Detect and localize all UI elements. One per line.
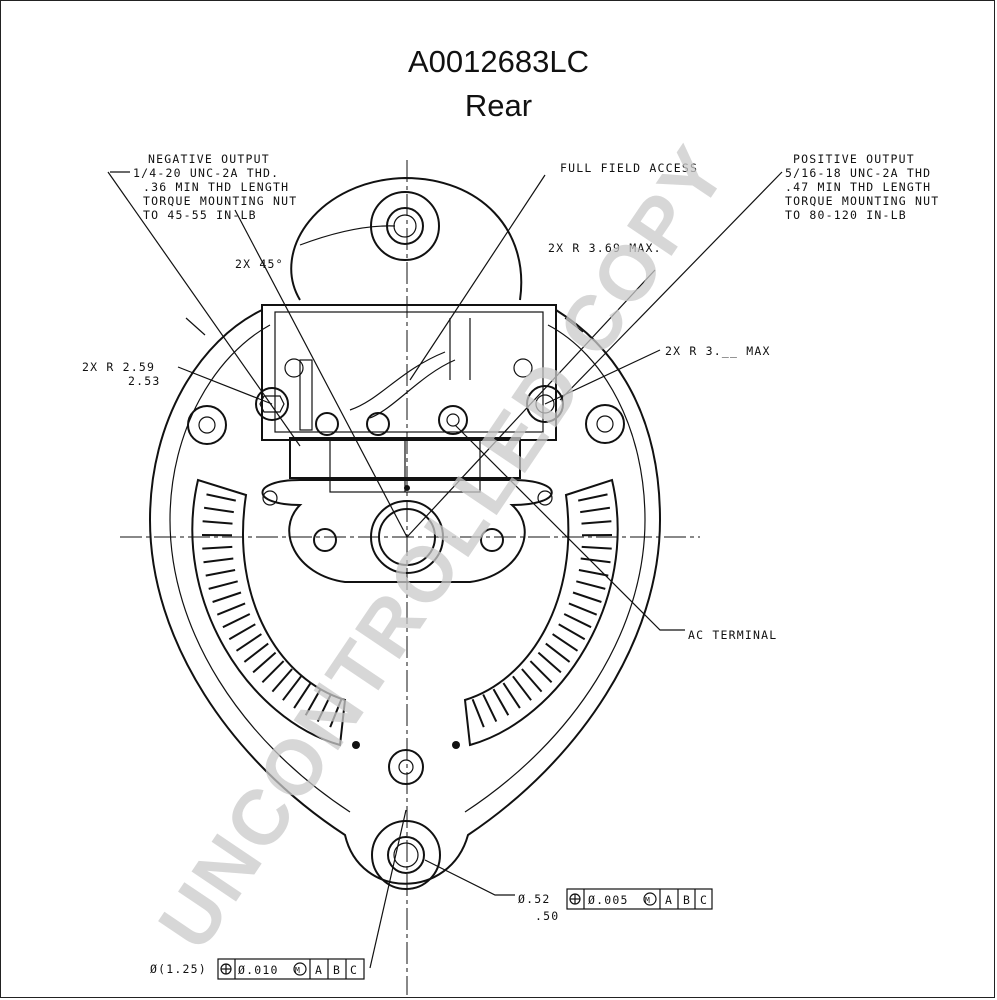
svg-text:Ø.010: Ø.010 [238,963,279,977]
vent-fin [572,591,602,603]
vent-fin [552,633,579,652]
center-lines [120,160,700,995]
vent-fin [212,591,242,603]
vent-fin [208,580,238,590]
svg-text:.36 MIN THD LENGTH: .36 MIN THD LENGTH [143,180,289,194]
vent-fin [222,613,251,629]
terminals [255,358,564,436]
svg-text:2.53: 2.53 [128,374,161,388]
vent-fin [577,493,608,502]
svg-text:.47 MIN THD LENGTH: .47 MIN THD LENGTH [785,180,931,194]
negative-terminal-icon [255,387,289,421]
svg-text:2X R 2.59: 2X R 2.59 [82,360,155,374]
vent-fin [568,602,598,616]
callout-positive-output: POSITIVE OUTPUT 5/16-18 UNC-2A THD .47 M… [785,152,939,222]
bearing-plate [261,479,553,583]
callout-radius-369: 2X R 3.69 MAX. [548,241,662,255]
vent-fin [216,602,246,616]
vent-fin [202,545,233,550]
svg-text:TO 45-55 IN-LB: TO 45-55 IN-LB [143,208,257,222]
vent-fin [578,569,609,577]
alternator-housing [148,176,662,890]
callout-hole-diameter: Ø.52 .50 Ø.005 M A B C [518,888,713,923]
svg-text:NEGATIVE OUTPUT: NEGATIVE OUTPUT [148,152,270,166]
vent-fin [282,675,302,701]
vent-fin [293,682,312,709]
terminal-block [261,304,557,493]
vent-fin [492,688,510,716]
vent-fin [502,682,521,709]
svg-text:C: C [350,963,358,977]
svg-text:M: M [295,966,301,975]
vent-fin [316,694,332,723]
vent-fin [580,506,611,514]
vent-fin [271,668,293,693]
cooling-vents [191,478,619,747]
vent-fin [558,623,586,641]
svg-text:TO 80-120 IN-LB: TO 80-120 IN-LB [785,208,907,222]
vent-fin [521,668,543,693]
vent-fin [580,557,611,564]
svg-text:5/16-18 UNC-2A THD: 5/16-18 UNC-2A THD [785,166,931,180]
svg-text:POSITIVE OUTPUT: POSITIVE OUTPUT [793,152,915,166]
callout-full-field: FULL FIELD ACCESS [560,161,698,175]
vent-fin [206,493,237,502]
callout-radius-3xx: 2X R 3.__ MAX [665,344,771,358]
callout-ac-terminal: AC TERMINAL [688,628,777,642]
svg-text:Ø.52: Ø.52 [518,892,551,906]
mounting-bolts [187,404,625,785]
svg-text:TORQUE MOUNTING NUT: TORQUE MOUNTING NUT [785,194,939,208]
svg-text:B: B [683,893,691,907]
leader-lines [107,171,783,969]
vent-fin [471,698,485,728]
svg-text:Ø.005: Ø.005 [588,893,629,907]
vent-fin [545,642,571,663]
svg-text:M: M [645,896,651,905]
screw-terminal-icon [366,412,390,436]
callout-radius-259: 2X R 2.59 2.53 [82,360,161,388]
callout-bolt-circle: Ø(1.25) Ø.010 M A B C [150,958,365,980]
vent-fin [576,580,606,590]
vent-fin [228,623,256,641]
svg-text:B: B [333,963,341,977]
vent-fin [537,651,562,674]
part-number-title: A0012683LC [408,44,589,79]
vent-fin [529,660,553,684]
svg-text:.50: .50 [535,909,559,923]
svg-text:A: A [315,963,323,977]
vent-fin [512,675,532,701]
vent-fin [235,633,262,652]
vent-fin [329,698,343,728]
vent-fin [243,642,269,663]
callout-angle: 2X 45° [235,257,284,271]
vent-fin [563,613,592,629]
screw-terminal-icon [315,412,339,436]
vent-fin [482,694,498,723]
vent-fin [203,557,234,564]
positive-terminal-icon [526,385,564,423]
vent-fin [252,651,277,674]
vent-fin [205,569,236,577]
vent-fin [581,545,612,550]
view-subtitle: Rear [464,88,533,123]
svg-text:C: C [700,893,708,907]
svg-text:Ø(1.25): Ø(1.25) [150,962,207,976]
svg-text:1/4-20 UNC-2A THD.: 1/4-20 UNC-2A THD. [133,166,279,180]
vent-fin [304,688,322,716]
vent-fin [202,520,233,525]
locating-dots [352,485,460,749]
svg-text:A: A [665,893,673,907]
callout-negative-output: NEGATIVE OUTPUT 1/4-20 UNC-2A THD. .36 M… [133,152,297,222]
vent-fin [581,520,612,525]
svg-text:TORQUE MOUNTING NUT: TORQUE MOUNTING NUT [143,194,297,208]
vent-fin [261,660,285,684]
ac-terminal-icon [438,405,468,435]
vent-fin [203,506,234,514]
